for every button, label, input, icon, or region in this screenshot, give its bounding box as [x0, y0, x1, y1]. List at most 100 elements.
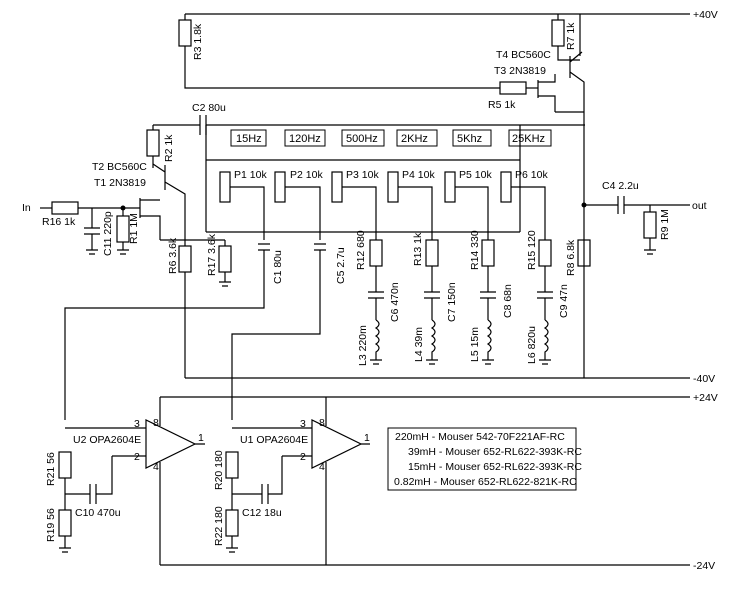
label-r3: R3 1.8k — [192, 23, 204, 60]
resistor-r9 — [643, 211, 657, 239]
band-label-1: 15Hz — [236, 133, 262, 145]
capacitor-c1 — [258, 243, 270, 251]
capacitor-c2 — [199, 115, 207, 135]
capacitor-c10 — [89, 484, 97, 504]
label-c5: C5 2.7u — [335, 247, 347, 284]
label-r6: R6 3.6k — [167, 237, 179, 274]
label-r19: R19 56 — [45, 508, 57, 542]
resistor-r3 — [178, 19, 192, 47]
u2-pin2: 2 — [134, 451, 140, 463]
bjt-t2 — [152, 163, 186, 240]
label-l5: L5 15m — [469, 327, 481, 362]
label-r13: R13 1k — [412, 232, 424, 266]
label-c1: C1 80u — [272, 250, 284, 284]
resistor-r6 — [178, 245, 192, 273]
band-label-2: 120Hz — [289, 133, 321, 145]
resistor-r7 — [551, 19, 565, 47]
jfet-t3 — [537, 74, 556, 112]
label-p5: P5 10k — [459, 169, 492, 181]
label-r14: R14 330 — [469, 230, 481, 270]
bjt-t4 — [569, 51, 585, 112]
label-r9: R9 1M — [659, 209, 671, 240]
label-r2: R2 1k — [163, 134, 175, 162]
rail-label-pos40: +40V — [693, 9, 718, 21]
label-r20: R20 180 — [213, 450, 225, 490]
label-r1: R1 1M — [128, 213, 140, 244]
lc-branches — [368, 239, 553, 365]
label-c9: C9 47n — [558, 284, 570, 318]
opamp-u1 — [311, 419, 363, 469]
label-u2: U2 OPA2604E — [73, 434, 141, 446]
label-l6: L6 820u — [526, 326, 538, 364]
label-p4: P4 10k — [402, 169, 435, 181]
label-p2: P2 10k — [290, 169, 323, 181]
label-r15: R15 120 — [526, 230, 538, 270]
note-line-1: 220mH - Mouser 542-70F221AF-RC — [395, 431, 565, 443]
band-label-5: 5Khz — [457, 133, 482, 145]
u2-pin1: 1 — [198, 432, 204, 444]
label-t2: T2 BC560C — [92, 161, 147, 173]
u2-pin8: 8 — [153, 417, 159, 429]
label-c6: C6 470n — [389, 282, 401, 322]
label-t4: T4 BC560C — [496, 49, 551, 61]
label-u1: U1 OPA2604E — [240, 434, 308, 446]
resistor-r17 — [218, 245, 232, 273]
label-p1: P1 10k — [234, 169, 267, 181]
label-c11: C11 220p — [102, 211, 114, 256]
label-p3: P3 10k — [346, 169, 379, 181]
label-r12: R12 680 — [355, 230, 367, 270]
resistor-r19 — [58, 509, 72, 537]
u1-pin3: 3 — [300, 418, 306, 430]
label-c4: C4 2.2u — [602, 180, 639, 192]
note-line-2: 39mH - Mouser 652-RL622-393K-RC — [408, 446, 582, 458]
u1-pin4: 4 — [319, 461, 325, 473]
opamp-u2 — [145, 419, 197, 469]
label-c12: C12 18u — [242, 507, 282, 519]
capacitor-c11 — [84, 208, 100, 250]
capacitor-c5 — [314, 243, 326, 251]
resistor-r16 — [51, 201, 79, 215]
band-label-6: 25KHz — [512, 133, 545, 145]
u2-pin4: 4 — [153, 461, 159, 473]
jfet-t1 — [139, 198, 161, 240]
label-c10: C10 470u — [75, 507, 121, 519]
resistor-r5 — [499, 81, 527, 95]
u2-pin3: 3 — [134, 418, 140, 430]
label-r16: R16 1k — [42, 216, 76, 228]
label-c2: C2 80u — [192, 102, 226, 114]
label-p6: P6 10k — [515, 169, 548, 181]
label-l4: L4 39m — [413, 327, 425, 362]
resistor-r2 — [146, 129, 160, 157]
u1-pin8: 8 — [319, 417, 325, 429]
note-line-3: 15mH - Mouser 652-RL622-393K-RC — [408, 461, 582, 473]
label-r21: R21 56 — [45, 452, 57, 486]
label-l3: L3 220m — [357, 325, 369, 366]
band-boxes — [230, 129, 552, 147]
capacitor-c4 — [617, 196, 625, 214]
input-port-label: In — [22, 202, 31, 214]
label-c7: C7 150n — [446, 282, 458, 322]
label-t3: T3 2N3819 — [494, 65, 546, 77]
inductor-notes-box — [387, 427, 577, 491]
label-r7: R7 1k — [565, 22, 577, 50]
u1-pin1: 1 — [364, 432, 370, 444]
output-port-label: out — [692, 200, 707, 212]
rail-label-neg24: -24V — [693, 560, 715, 572]
capacitor-c12 — [261, 484, 269, 504]
label-t1: T1 2N3819 — [94, 177, 146, 189]
u1-pin2: 2 — [300, 451, 306, 463]
pot-wiper-taps — [230, 186, 546, 240]
label-c8: C8 68n — [502, 284, 514, 318]
label-r17: R17 3.6k — [206, 233, 218, 276]
resistor-r21 — [58, 451, 72, 479]
label-r22: R22 180 — [213, 506, 225, 546]
label-r5: R5 1k — [488, 99, 516, 111]
resistor-r20 — [225, 451, 239, 479]
band-label-4: 2KHz — [401, 133, 428, 145]
resistor-r22 — [225, 509, 239, 537]
label-r8: R8 6.8k — [565, 239, 577, 276]
rail-label-neg40: -40V — [693, 373, 715, 385]
note-line-4: 0.82mH - Mouser 652-RL622-821K-RC — [394, 476, 577, 488]
